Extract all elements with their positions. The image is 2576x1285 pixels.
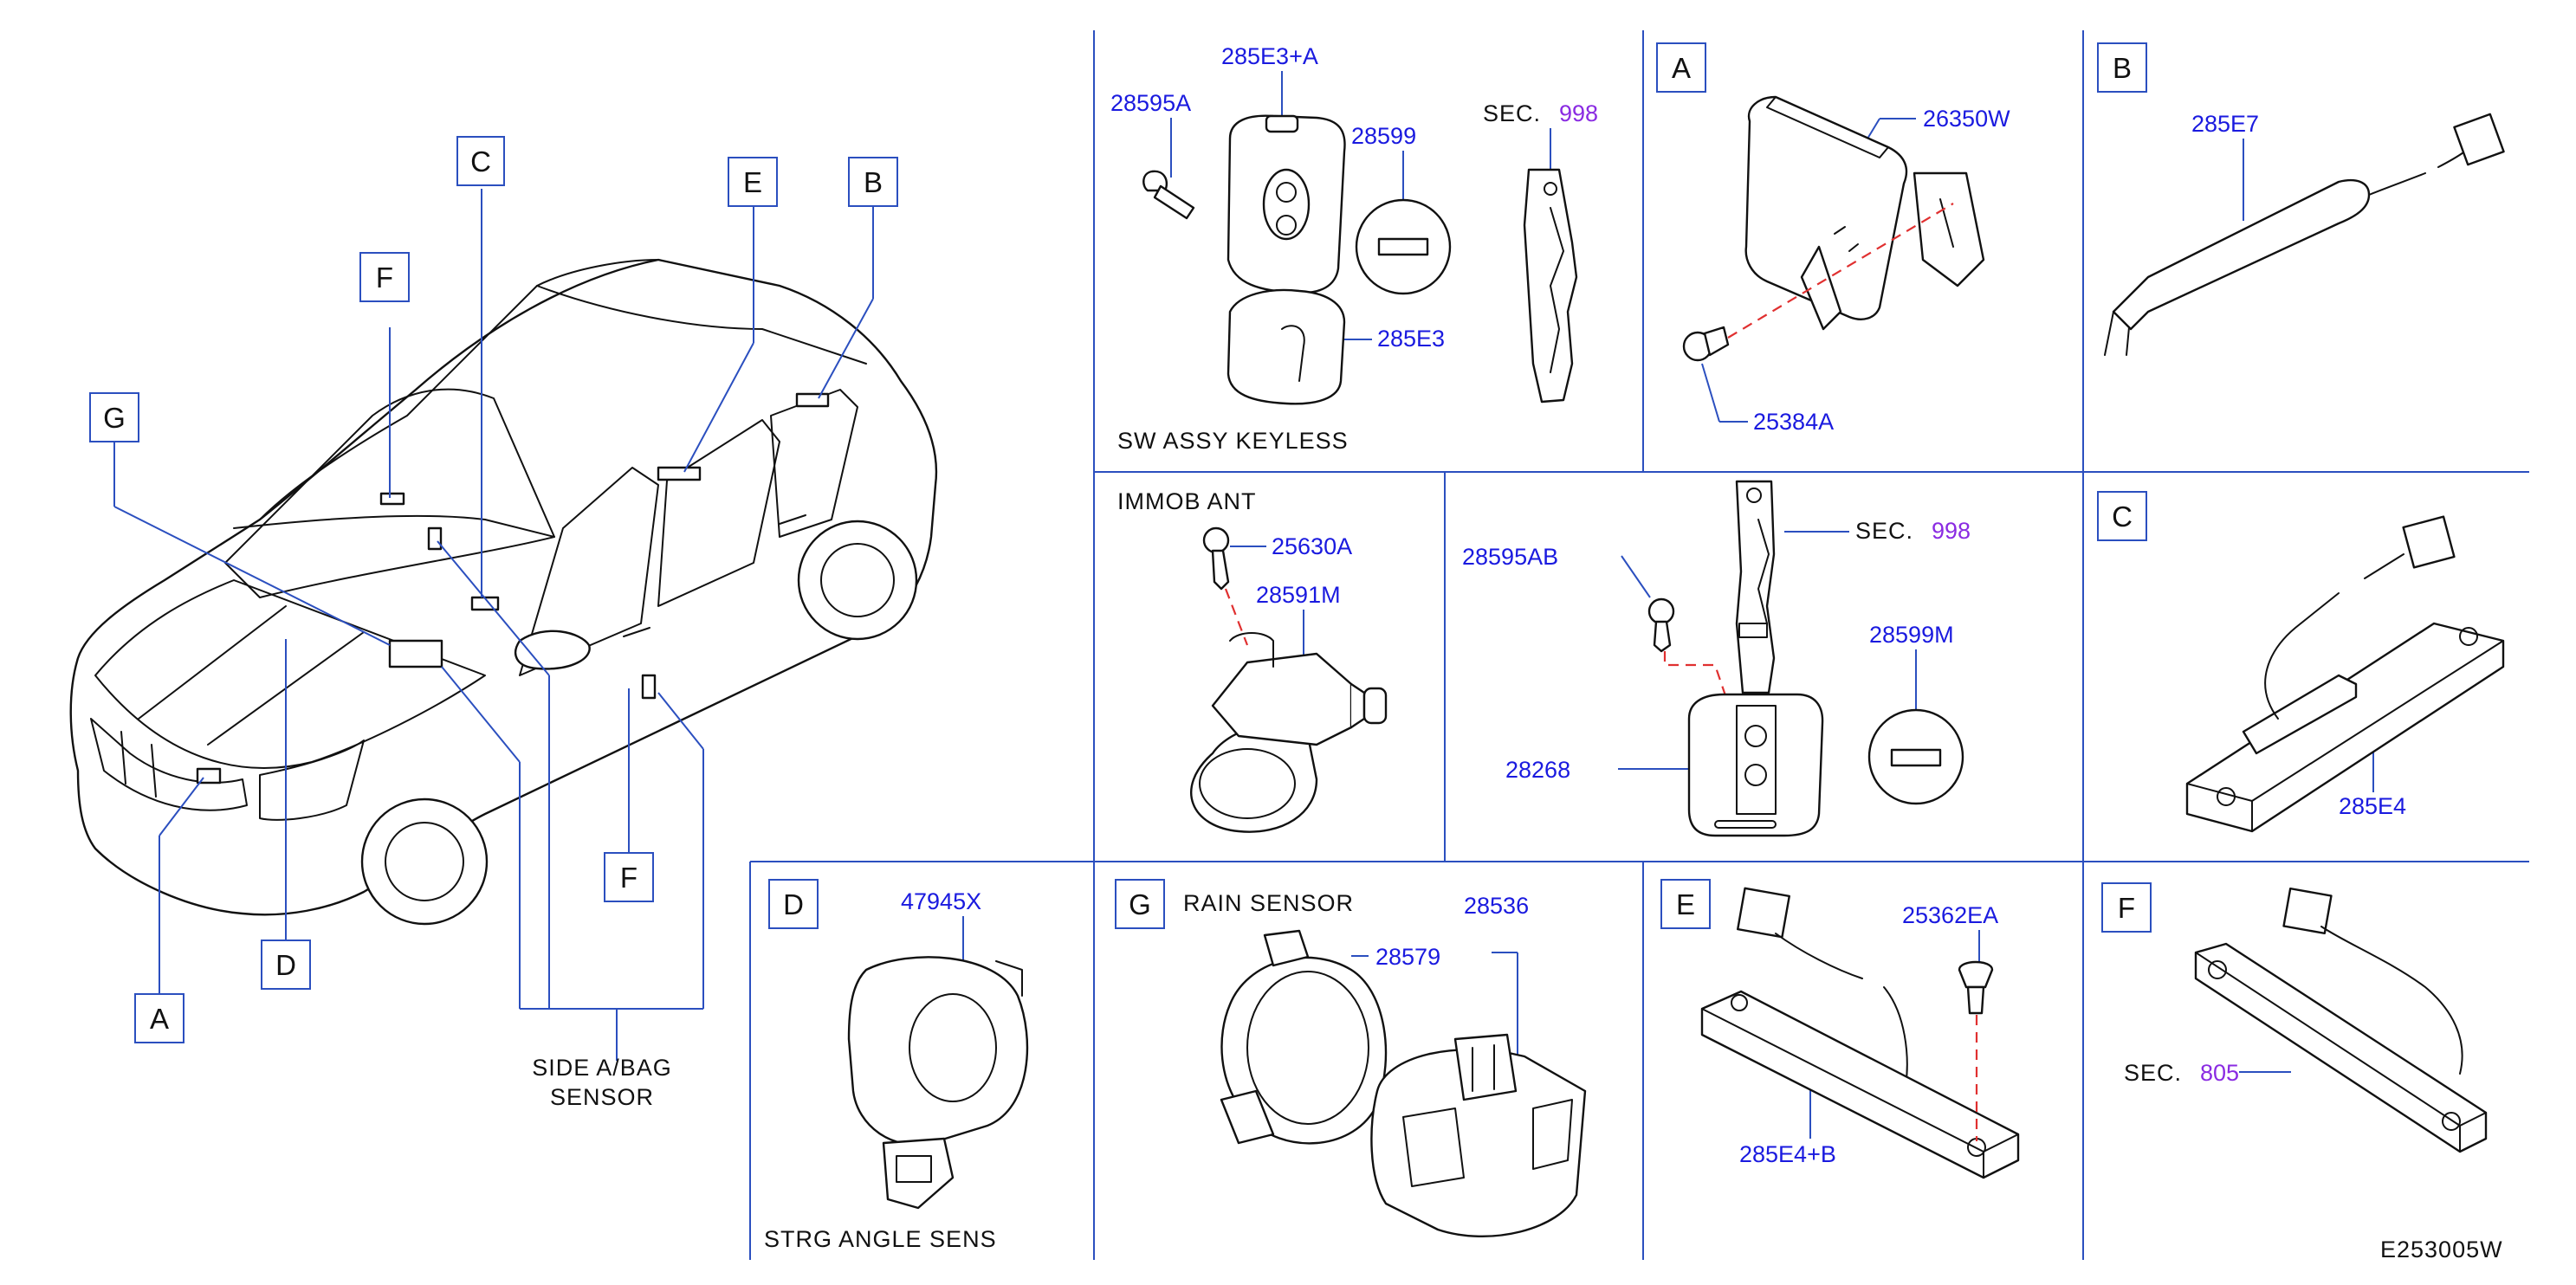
panel-letter: E (1676, 888, 1695, 920)
sec-label: SEC. (1855, 518, 1913, 544)
part-number: 25362EA (1902, 902, 1998, 928)
vehicle-illustration (69, 258, 938, 926)
callout-box-b: B (848, 157, 898, 207)
panel-c: C 285E4 (2097, 491, 2505, 833)
panel-f: F SEC. 805 (2101, 882, 2488, 1153)
part-number: 28536 (1464, 893, 1529, 919)
part-number: 26350W (1923, 106, 2010, 132)
callout-letter: G (103, 402, 126, 434)
callout-box-f-upper: F (359, 252, 410, 302)
part-number: 25384A (1753, 409, 1834, 435)
part-number: 28268 (1505, 757, 1570, 783)
callout-box-a: A (134, 993, 184, 1043)
panel-e: E 25362EA 285E4+B (1660, 879, 2020, 1179)
part-number: 47945X (901, 888, 981, 914)
vehicle-leader-lines (113, 189, 874, 1061)
callout-box-c: C (456, 136, 505, 186)
sec-label: SEC. (1483, 100, 1541, 126)
sec-number: 998 (1932, 518, 1971, 544)
diagram-code: E253005W (2380, 1237, 2503, 1262)
part-number: 285E7 (2191, 111, 2259, 137)
callout-letter: E (743, 166, 762, 198)
part-number: 285E4+B (1739, 1141, 1836, 1167)
side-abag-label-line2: SENSOR (550, 1084, 654, 1110)
callout-box-g: G (89, 392, 139, 442)
part-number: 25630A (1272, 533, 1352, 559)
panel-grid (749, 30, 2529, 1260)
callout-letter: A (150, 1003, 169, 1035)
part-number: 28599M (1869, 622, 1954, 648)
panel-b: B 285E7 (2097, 42, 2505, 356)
panel-key: 28595AB SEC. 998 28599M 28268 (1462, 480, 1971, 837)
panel-a: A 26350W 25384A (1656, 42, 2010, 435)
panel-letter: G (1129, 888, 1151, 920)
panel-letter: A (1672, 52, 1691, 84)
callout-letter: C (470, 145, 491, 178)
part-number: 285E3+A (1221, 43, 1318, 69)
callout-letter: B (864, 166, 883, 198)
strg-caption: STRG ANGLE SENS (764, 1226, 997, 1252)
part-number: 285E3 (1377, 326, 1445, 352)
panel-letter: F (2118, 892, 2135, 924)
part-number: 28599 (1351, 123, 1416, 149)
side-abag-label-line1: SIDE A/BAG (532, 1055, 672, 1081)
part-number: 285E4 (2339, 793, 2406, 819)
panel-letter: B (2113, 52, 2132, 84)
callout-letter: F (620, 862, 638, 894)
keyless-caption: SW ASSY KEYLESS (1117, 428, 1349, 454)
callout-box-d: D (261, 940, 311, 990)
sec-label: SEC. (2124, 1060, 2182, 1086)
panel-letter: C (2112, 500, 2133, 533)
panel-d: D 47945X STRG ANGLE SENS (764, 879, 1029, 1252)
callout-letter: D (275, 949, 296, 981)
panel-letter: D (783, 888, 804, 920)
part-number: 28595A (1110, 90, 1191, 116)
sec-number: 998 (1559, 100, 1598, 126)
callout-letter: F (376, 262, 393, 294)
part-number: 28579 (1375, 944, 1440, 970)
sec-number: 805 (2200, 1060, 2239, 1086)
callout-box-f-lower: F (604, 852, 654, 902)
part-number: 28595AB (1462, 544, 1558, 570)
callout-box-e: E (728, 157, 778, 207)
panel-keyless: 285E3+A 28595A 28599 SEC. 998 285E3 SW A… (1110, 43, 1598, 454)
panel-immob-ant: IMMOB ANT 25630A 28591M (1117, 488, 1388, 833)
rain-sensor-caption: RAIN SENSOR (1183, 890, 1354, 916)
panel-g: G RAIN SENSOR 28536 28579 (1115, 879, 1587, 1238)
immob-caption: IMMOB ANT (1117, 488, 1257, 514)
part-number: 28591M (1256, 582, 1341, 608)
